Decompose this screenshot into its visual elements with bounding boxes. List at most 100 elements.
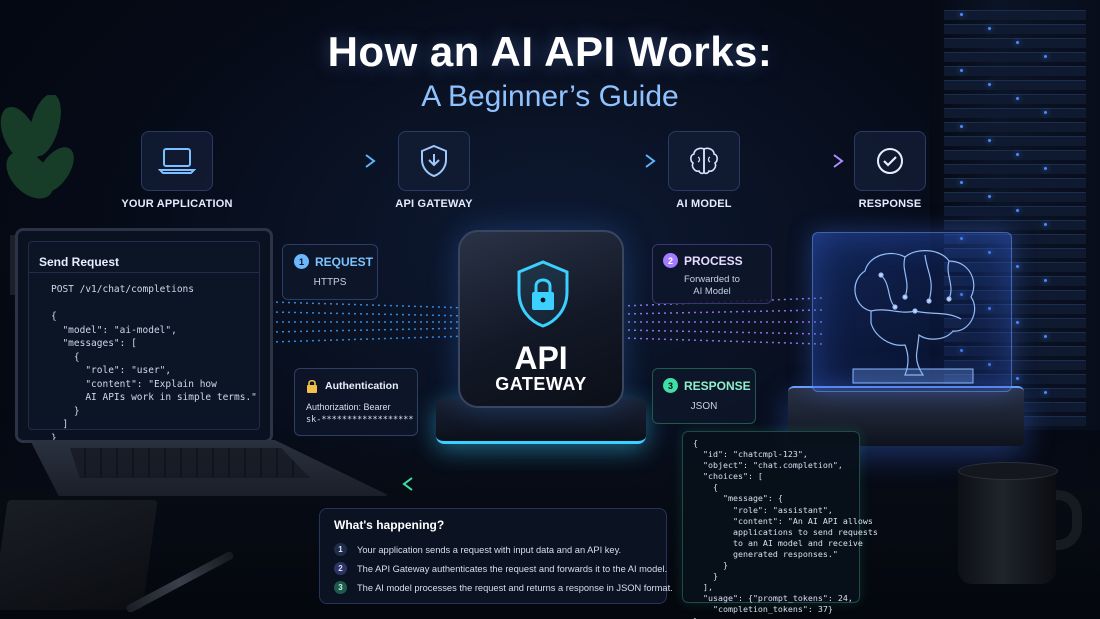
shield-icon [421, 144, 447, 178]
request-step-title: REQUEST [315, 254, 374, 269]
rack-slot [944, 150, 1086, 160]
gateway-label-api: API [514, 340, 568, 376]
flow-arrow-3 [750, 154, 844, 168]
rack-slot [944, 374, 1086, 384]
rack-led [1016, 97, 1019, 100]
rack-slot [944, 206, 1086, 216]
json-line: "choices": [ [693, 471, 763, 482]
flow-arrow-1 [230, 154, 376, 168]
rack-led [1044, 167, 1047, 170]
gateway-shield-icon [517, 260, 569, 328]
rack-slot [944, 192, 1086, 202]
rack-slot [944, 234, 1086, 244]
rack-slot [944, 66, 1086, 76]
rack-led [1016, 265, 1019, 268]
send-request-panel: Send Request POST /v1/chat/completions {… [28, 241, 260, 444]
flow-node-gateway [398, 131, 470, 191]
json-line: } [693, 560, 728, 571]
rack-led [988, 139, 991, 142]
page-subtitle: A Beginner’s Guide [421, 80, 679, 113]
rack-slot [944, 164, 1086, 174]
flow-arrow-2 [488, 154, 656, 168]
json-line: "id": "chatcmpl-123", [693, 449, 808, 460]
rack-led [1044, 55, 1047, 58]
rack-slot [944, 318, 1086, 328]
code-line: "content": "Explain how [51, 378, 217, 390]
json-line: ], [693, 582, 713, 593]
rack-led [1044, 111, 1047, 114]
rack-slot [944, 38, 1086, 48]
json-line: } [693, 571, 718, 582]
rack-led [960, 237, 963, 240]
code-line: { [51, 351, 80, 363]
step-number-badge: 3 [663, 378, 678, 393]
rack-slot [944, 248, 1086, 258]
authentication-card: Authentication Authorization: Bearer sk-… [294, 368, 418, 436]
whats-happening-title: What's happening? [334, 518, 445, 532]
auth-key-masked: sk-****************** [306, 415, 414, 425]
rack-slot [944, 136, 1086, 146]
flow-node-application [141, 131, 213, 191]
rack-slot [944, 24, 1086, 34]
json-line: } [693, 616, 878, 619]
auth-title: Authentication [325, 380, 399, 392]
flow-node-ai-model [668, 131, 740, 191]
response-json-code: { "id": "chatcmpl-123", "object": "chat.… [693, 438, 878, 619]
explain-step-text: The API Gateway authenticates the reques… [357, 563, 668, 574]
rack-slot [944, 220, 1086, 230]
rack-led [988, 195, 991, 198]
explain-step-1: 1 Your application sends a request with … [334, 543, 621, 556]
rack-led [960, 125, 963, 128]
process-step-card: 2 PROCESS Forwarded to AI Model [652, 244, 772, 304]
flow-label-response: RESPONSE [858, 198, 922, 210]
code-line: { [51, 311, 57, 322]
rack-slot [944, 262, 1086, 272]
rack-led [1016, 153, 1019, 156]
code-line: "model": "ai-model", [51, 324, 177, 336]
rack-led [1044, 223, 1047, 226]
step-number-badge: 3 [334, 581, 347, 594]
laptop-icon [158, 148, 196, 174]
laptop-screen: Send Request POST /v1/chat/completions {… [15, 228, 273, 444]
rack-led [1016, 41, 1019, 44]
json-line: "content": "An AI API allows [693, 515, 873, 526]
code-line: "messages": [ [51, 338, 137, 349]
json-line: to an AI model and receive [693, 537, 863, 548]
json-response-card: { "id": "chatcmpl-123", "object": "chat.… [682, 431, 878, 619]
rack-led [988, 251, 991, 254]
rack-led [1044, 391, 1047, 394]
notebook-decor [0, 500, 158, 610]
json-line: applications to send requests [693, 526, 878, 537]
explain-step-text: The AI model processes the request and r… [357, 582, 673, 593]
rack-led [960, 13, 963, 16]
rack-led [960, 349, 963, 352]
laptop-keyboard [70, 448, 310, 478]
send-request-title: Send Request [39, 255, 120, 269]
brain-icon [690, 147, 718, 175]
rack-slot [944, 346, 1086, 356]
response-step-sub: JSON [690, 401, 718, 412]
explain-step-text: Your application sends a request with in… [357, 544, 622, 555]
json-line: "usage": {"prompt_tokens": 24, [693, 593, 853, 604]
json-line: "message": { [693, 493, 783, 504]
rack-slot [944, 10, 1086, 20]
json-line: "role": "assistant", [693, 504, 833, 515]
mug-handle-decor [1046, 490, 1082, 550]
brain-hologram-icon [852, 250, 976, 384]
rack-slot [944, 290, 1086, 300]
rack-slot [944, 52, 1086, 62]
step-number-badge: 1 [334, 543, 347, 556]
json-line: { [693, 438, 698, 448]
flow-node-response [854, 131, 926, 191]
code-line: ] [51, 419, 69, 430]
whats-happening-card: What's happening? 1 Your application sen… [319, 508, 673, 604]
request-step-sub: HTTPS [313, 277, 347, 288]
flow-label-gateway: API GATEWAY [395, 198, 473, 210]
auth-header-line: Authorization: Bearer [306, 402, 391, 412]
rack-slot [944, 332, 1086, 342]
response-step-card: 3 RESPONSE JSON [652, 368, 756, 424]
rack-led [1044, 279, 1047, 282]
request-step-card: 1 REQUEST HTTPS [282, 244, 378, 300]
process-step-title: PROCESS [684, 253, 743, 268]
rack-led [960, 293, 963, 296]
